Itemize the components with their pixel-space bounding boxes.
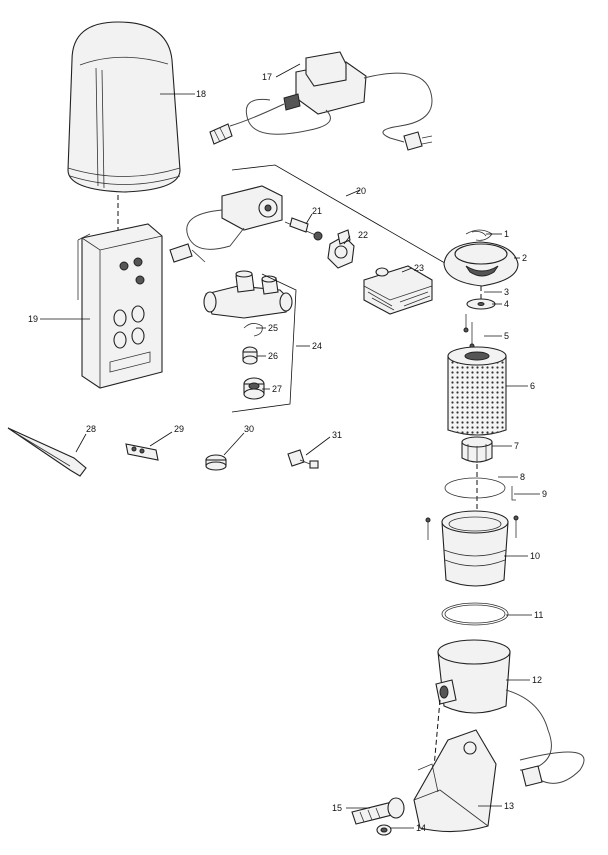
callout-15: 15 xyxy=(332,803,342,813)
control-box-part xyxy=(77,223,163,389)
pump-filter-part xyxy=(363,265,433,315)
clips-part xyxy=(425,486,519,540)
group-20-bracket xyxy=(231,164,451,267)
impeller-part xyxy=(284,217,323,241)
callout-8: 8 xyxy=(520,472,525,482)
callout-4: 4 xyxy=(504,299,509,309)
callout-14: 14 xyxy=(416,823,426,833)
transformer-part xyxy=(209,51,433,151)
callout-27: 27 xyxy=(272,384,282,394)
callout-1: 1 xyxy=(504,229,509,239)
filter-sponge-part xyxy=(447,346,507,436)
callout-20: 20 xyxy=(356,186,366,196)
mounting-plate-part xyxy=(125,443,159,461)
callout-9: 9 xyxy=(542,489,547,499)
filter-core-part xyxy=(461,436,493,463)
lid-part xyxy=(443,241,519,287)
ground-spike-part xyxy=(7,427,87,477)
callout-22: 22 xyxy=(358,230,368,240)
callout-11: 11 xyxy=(534,610,543,620)
callout-21: 21 xyxy=(312,206,322,216)
callout-10: 10 xyxy=(530,551,540,561)
knob-part xyxy=(465,229,493,241)
clip-part xyxy=(243,323,263,337)
callout-2: 2 xyxy=(522,253,527,263)
stand-bracket-part xyxy=(413,729,497,833)
callout-18: 18 xyxy=(196,89,206,99)
callout-26: 26 xyxy=(268,351,278,361)
nut-part xyxy=(242,346,258,365)
callout-25: 25 xyxy=(268,323,278,333)
callout-23: 23 xyxy=(414,263,424,273)
callout-3: 3 xyxy=(504,287,509,297)
callout-7: 7 xyxy=(514,441,519,451)
washer-part xyxy=(466,298,496,310)
housing-top-part xyxy=(441,510,509,587)
valve-assembly-part xyxy=(203,270,293,319)
callout-13: 13 xyxy=(504,801,514,811)
union-nut-part xyxy=(243,377,265,400)
callout-28: 28 xyxy=(86,424,96,434)
cover-hood-part xyxy=(67,21,181,193)
callout-17: 17 xyxy=(262,72,272,82)
screws-part xyxy=(463,314,475,349)
small-nut-part xyxy=(376,824,392,836)
callout-29: 29 xyxy=(174,424,184,434)
callout-12: 12 xyxy=(532,675,542,685)
base-cable xyxy=(505,689,552,771)
leader-lines xyxy=(40,63,540,829)
seal-ring-part xyxy=(444,477,506,499)
o-ring-part xyxy=(441,602,509,626)
callout-30: 30 xyxy=(244,424,254,434)
callout-24: 24 xyxy=(312,341,322,351)
cable-plug-part xyxy=(521,765,543,787)
connector-part xyxy=(287,449,319,469)
callout-19: 19 xyxy=(28,314,38,324)
callout-31: 31 xyxy=(332,430,342,440)
housing-base-part xyxy=(435,639,511,714)
callout-5: 5 xyxy=(504,331,509,341)
bolt-part xyxy=(351,797,405,825)
pump-motor-part xyxy=(169,185,283,263)
pump-housing-part xyxy=(327,229,355,269)
callout-6: 6 xyxy=(530,381,535,391)
group-24-bracket xyxy=(231,273,297,413)
hose-clamp-part xyxy=(205,454,227,471)
